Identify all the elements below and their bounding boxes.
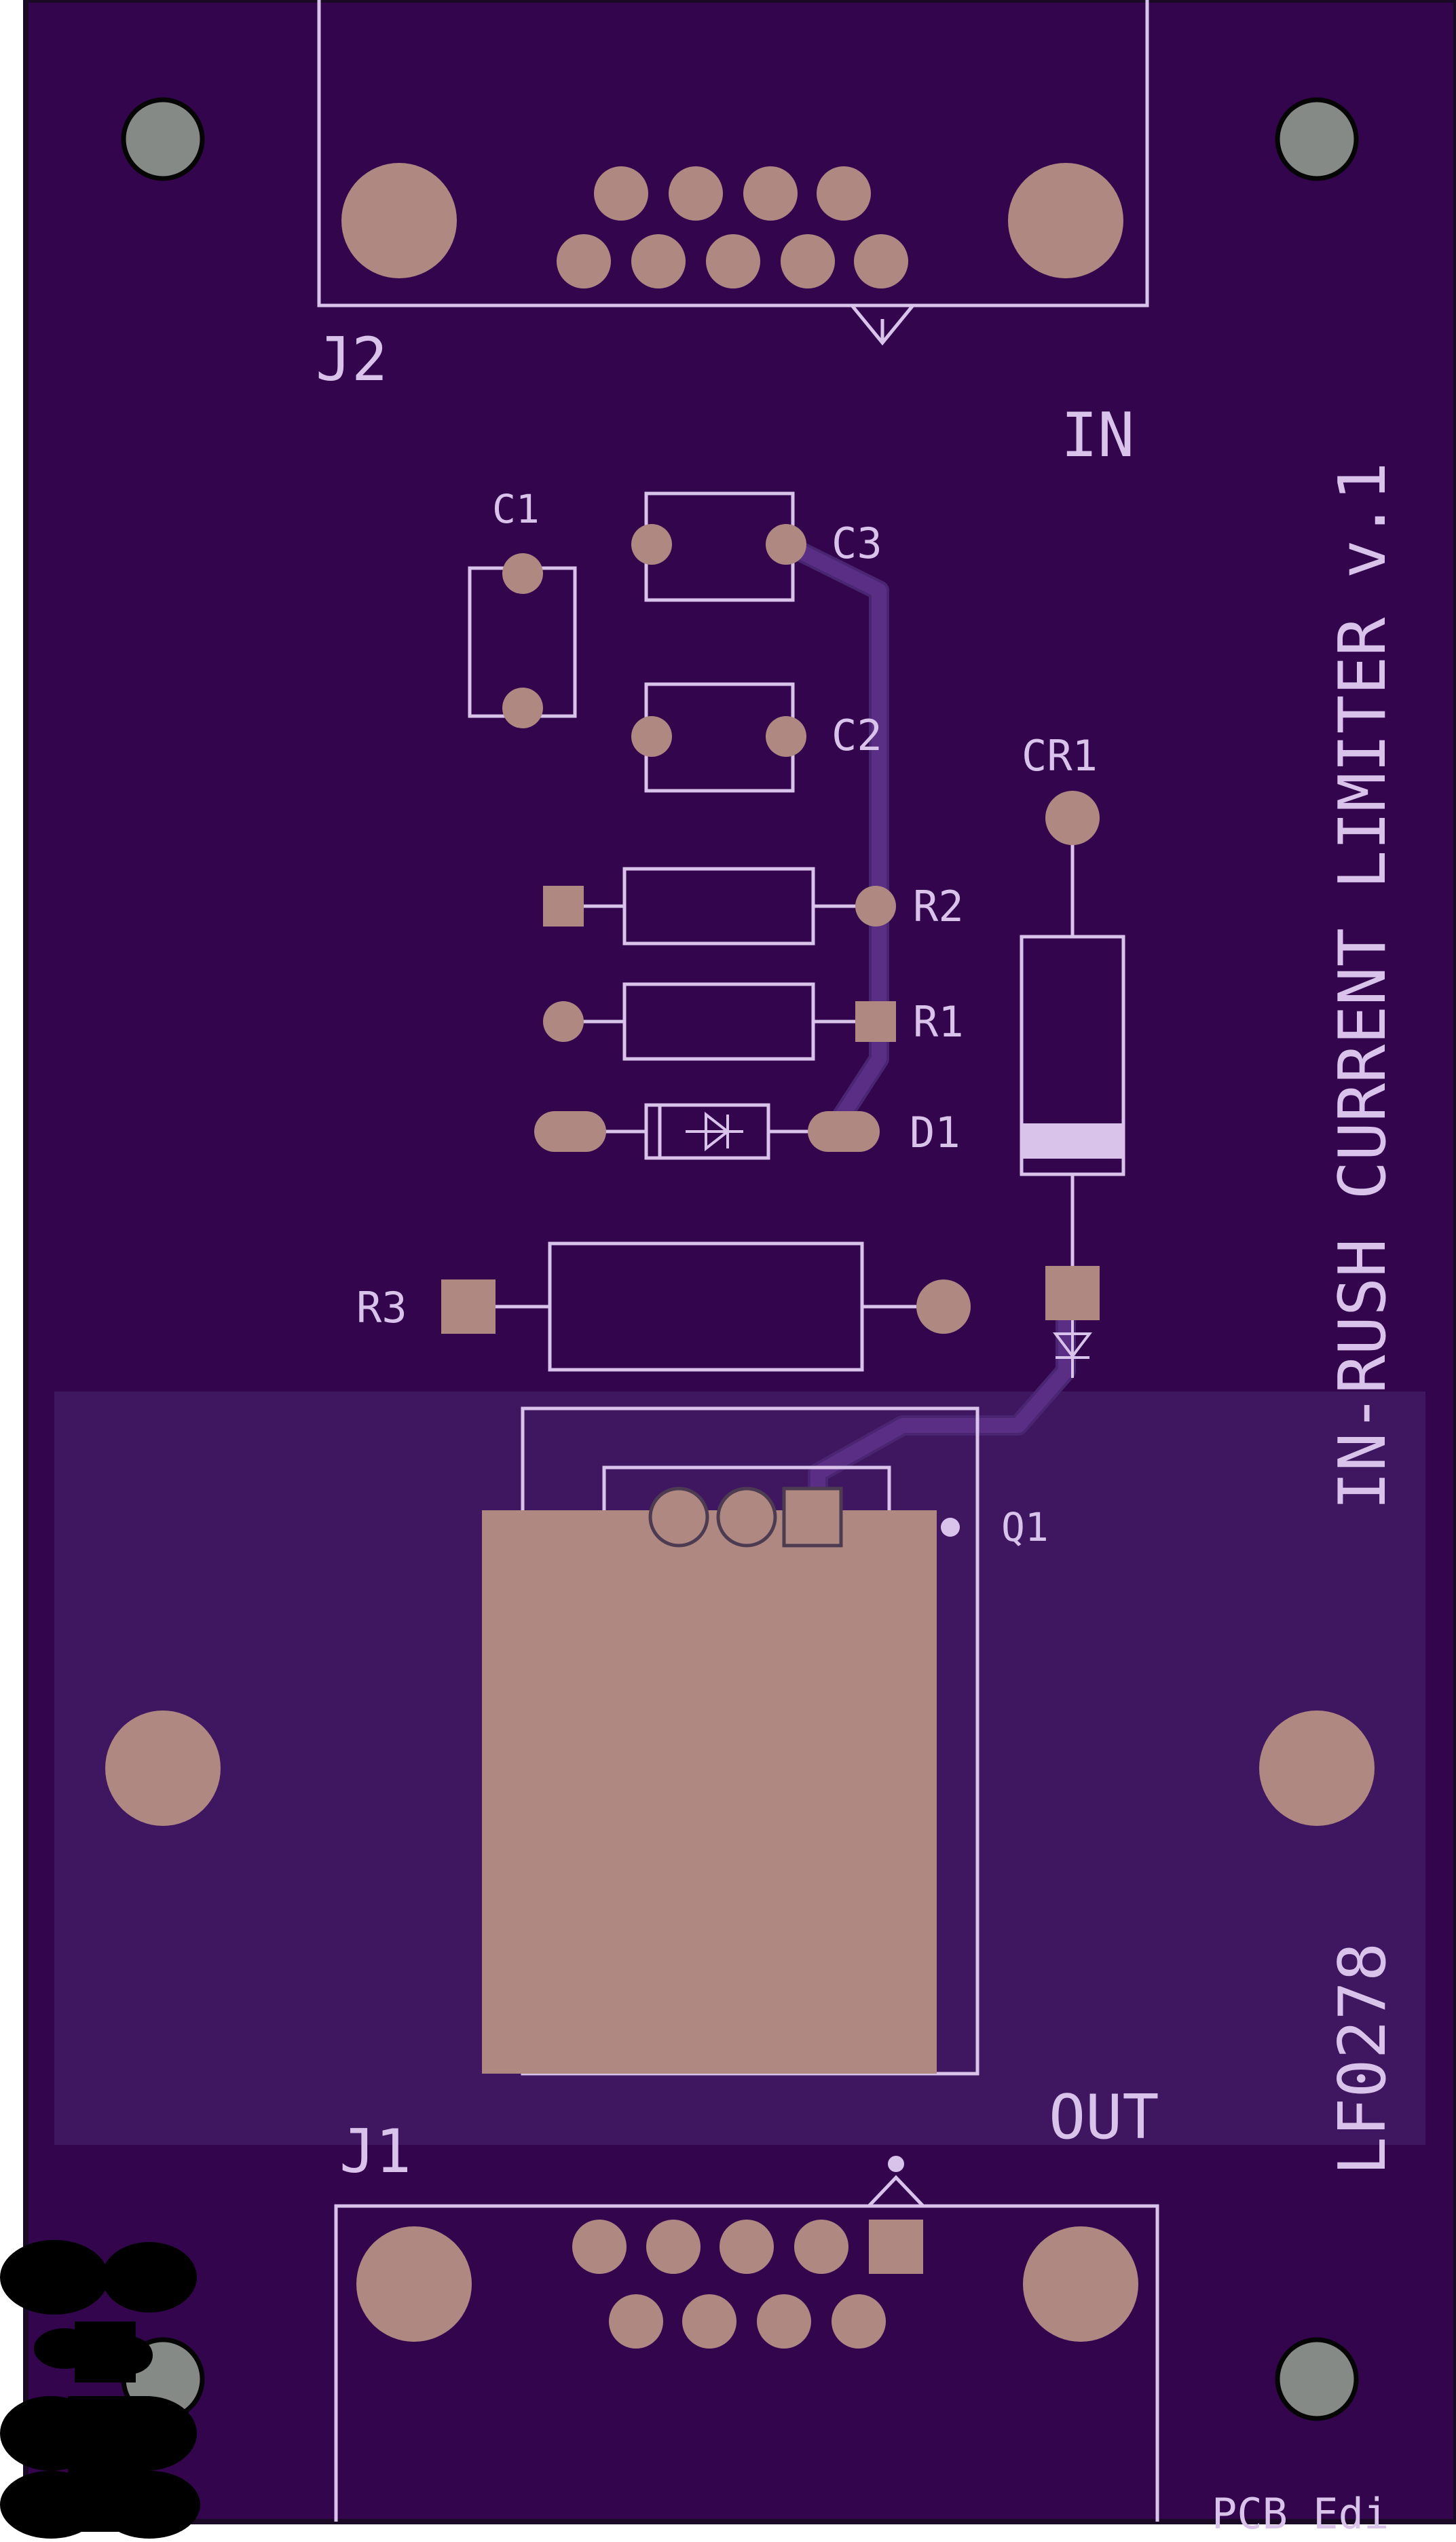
board-title: IN-RUSH CURRENT LIMITER v.1 [1326, 462, 1400, 1510]
label-out: OUT [1049, 2082, 1159, 2153]
label-r2: R2 [913, 882, 964, 931]
diode-d1 [534, 1103, 880, 1160]
ink-blob-artifact [0, 2240, 200, 2539]
label-c1: C1 [492, 486, 540, 532]
label-r1: R1 [913, 997, 964, 1047]
resistor-r2 [543, 867, 896, 946]
heatsink-mount-pad-right [1259, 1711, 1375, 1826]
label-j1: J1 [339, 2116, 411, 2186]
heatsink-mount-pad-left [105, 1711, 221, 1826]
resistor-r3 [441, 1241, 971, 1372]
capacitor-c3 [631, 491, 806, 602]
mount-hole-top-left [121, 97, 205, 181]
label-j2: J2 [316, 324, 388, 394]
mount-hole-top-right [1275, 97, 1359, 181]
capacitor-c1 [468, 553, 577, 728]
label-c3: C3 [832, 519, 882, 568]
connector-j1 [334, 2156, 1159, 2522]
footer-fragment: PCB Edi [1212, 2489, 1389, 2539]
transistor-q1 [482, 1406, 979, 2076]
label-q1: Q1 [1001, 1504, 1049, 1550]
q1-heatsink-pad [482, 1510, 937, 2074]
label-r3: R3 [356, 1283, 407, 1332]
label-cr1: CR1 [1022, 731, 1098, 781]
mount-hole-bottom-right [1275, 2337, 1359, 2421]
board-part-number: LF0278 [1326, 1943, 1400, 2175]
diode-cr1 [1020, 791, 1125, 1378]
resistor-r1 [543, 982, 896, 1061]
label-c2: C2 [832, 711, 882, 760]
label-in: IN [1061, 400, 1134, 471]
connector-j2 [317, 0, 1149, 345]
capacitor-c2 [631, 682, 806, 793]
label-d1: D1 [910, 1108, 960, 1157]
